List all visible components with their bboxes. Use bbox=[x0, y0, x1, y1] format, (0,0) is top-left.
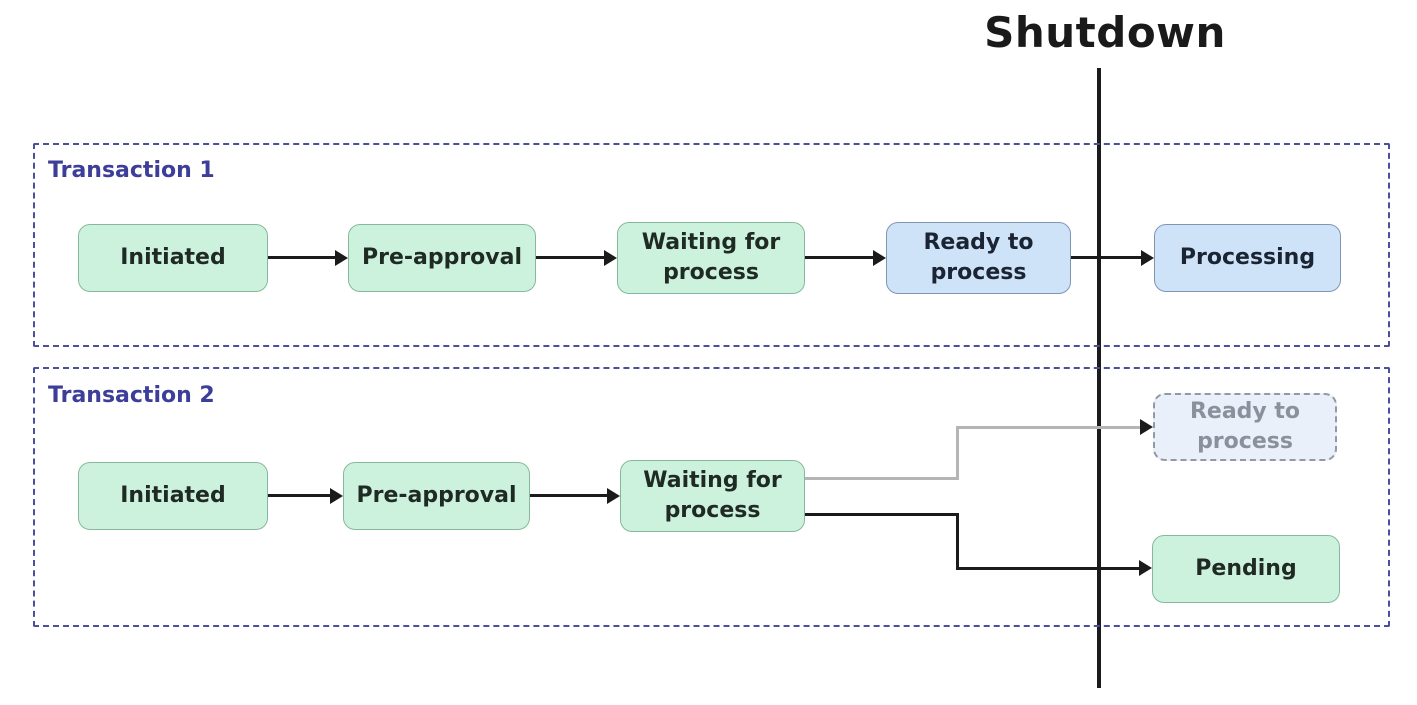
shutdown-line bbox=[1097, 68, 1101, 688]
transaction-1-label: Transaction 1 bbox=[48, 158, 215, 183]
t2-edge-preapproval-waiting bbox=[530, 494, 608, 497]
t2-edge-waiting-pending-seg2 bbox=[956, 513, 959, 570]
t1-arrowhead-waiting bbox=[604, 250, 617, 266]
t2-edge-waiting-pending-seg1 bbox=[805, 513, 959, 516]
transaction-2-label: Transaction 2 bbox=[48, 383, 215, 408]
t2-node-waiting-for-process: Waiting for process bbox=[620, 460, 805, 532]
t1-arrowhead-ready bbox=[873, 250, 886, 266]
t1-edge-waiting-ready bbox=[805, 256, 874, 259]
t2-arrowhead-waiting bbox=[607, 488, 620, 504]
t1-node-initiated: Initiated bbox=[78, 224, 268, 292]
t1-edge-initiated-preapproval bbox=[268, 256, 336, 259]
t1-node-ready-to-process: Ready to process bbox=[886, 222, 1071, 294]
t1-arrowhead-processing bbox=[1141, 250, 1154, 266]
t1-node-processing: Processing bbox=[1154, 224, 1341, 292]
t1-node-waiting-for-process: Waiting for process bbox=[617, 222, 805, 294]
t2-arrowhead-preapproval bbox=[330, 488, 343, 504]
t1-edge-ready-processing bbox=[1071, 256, 1142, 259]
t2-node-pending: Pending bbox=[1152, 535, 1340, 603]
shutdown-title: Shutdown bbox=[984, 8, 1226, 57]
t2-arrowhead-ready bbox=[1140, 419, 1153, 435]
transaction-1-group bbox=[33, 143, 1390, 347]
t1-arrowhead-preapproval bbox=[335, 250, 348, 266]
t2-arrowhead-pending bbox=[1139, 560, 1152, 576]
t2-edge-waiting-ready-seg2 bbox=[956, 426, 959, 480]
t2-node-initiated: Initiated bbox=[78, 462, 268, 530]
t1-edge-preapproval-waiting bbox=[536, 256, 605, 259]
t2-node-pre-approval: Pre-approval bbox=[343, 462, 530, 530]
t1-node-pre-approval: Pre-approval bbox=[348, 224, 536, 292]
t2-edge-waiting-ready-seg1 bbox=[805, 477, 959, 480]
transaction-2-group bbox=[33, 367, 1390, 627]
t2-edge-waiting-pending-seg3 bbox=[956, 567, 1139, 570]
t2-edge-initiated-preapproval bbox=[268, 494, 331, 497]
t2-edge-waiting-ready-seg3 bbox=[956, 426, 1140, 429]
t2-node-ready-to-process-faded: Ready to process bbox=[1153, 393, 1337, 461]
